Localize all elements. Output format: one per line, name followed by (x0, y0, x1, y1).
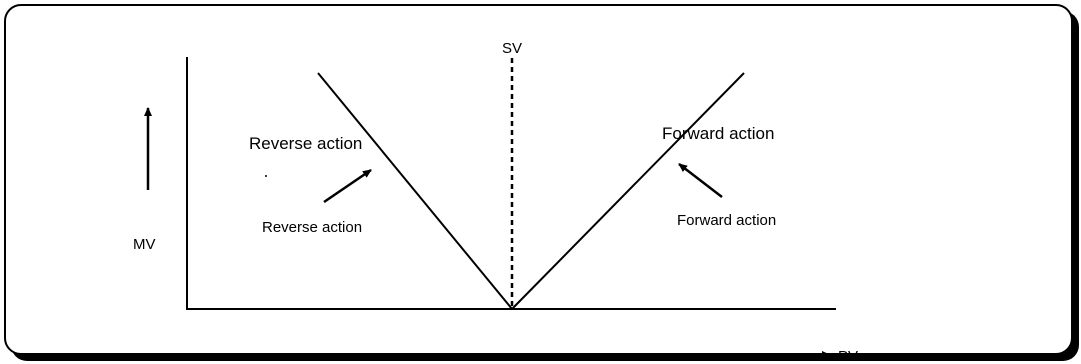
reverse-action-pointer-arrow (323, 168, 372, 204)
sv-label: SV (502, 40, 522, 57)
forward-action-pointer-arrow (678, 163, 723, 198)
forward-action-line (511, 72, 745, 310)
forward-action-pointer-label: Forward action (677, 212, 776, 229)
reverse-action-pointer-label: Reverse action (262, 219, 362, 236)
reverse-action-line (317, 72, 513, 310)
stray-dot (265, 175, 267, 177)
pv-label: PV (838, 348, 858, 364)
forward-action-line-label: Forward action (662, 124, 774, 143)
frame-border (4, 4, 1073, 355)
mv-label: MV (133, 236, 156, 253)
reverse-action-line-label: Reverse action (249, 134, 362, 153)
